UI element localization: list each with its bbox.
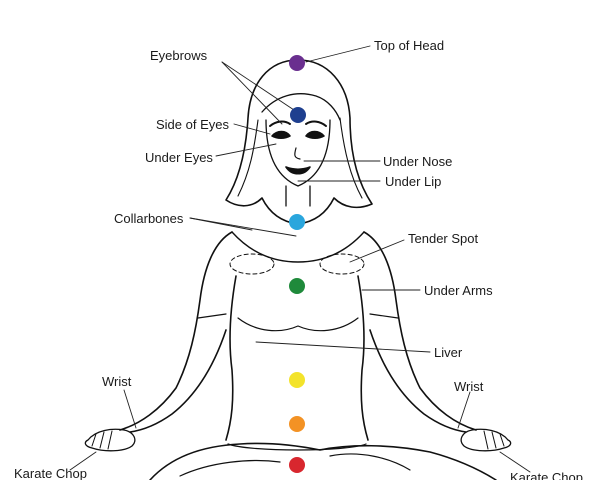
eye-right bbox=[306, 132, 324, 139]
heart-chakra-dot bbox=[289, 278, 305, 294]
shoulder-left bbox=[120, 232, 232, 430]
collar bbox=[232, 232, 364, 262]
neck bbox=[286, 186, 310, 206]
mouth bbox=[286, 167, 310, 174]
sacral-chakra-dot bbox=[289, 416, 305, 432]
eyebrow-right bbox=[306, 122, 326, 126]
label-collarbones: Collarbones bbox=[114, 211, 183, 226]
label-liver: Liver bbox=[434, 345, 462, 360]
leg-fold bbox=[180, 461, 280, 476]
tender-spot-left bbox=[230, 254, 274, 274]
leader-wrist-right bbox=[458, 392, 470, 428]
leg-fold bbox=[330, 454, 410, 470]
lap bbox=[150, 443, 496, 480]
label-karate-chop-right: Karate Chop bbox=[510, 470, 583, 480]
label-top-of-head: Top of Head bbox=[374, 38, 444, 53]
leader-karate-chop-right bbox=[500, 452, 530, 472]
inner-arm-left bbox=[130, 330, 226, 432]
throat-chakra-dot bbox=[289, 214, 305, 230]
leader-eyebrows bbox=[222, 62, 300, 114]
hair-strand bbox=[238, 120, 258, 196]
hair-outline bbox=[226, 60, 372, 224]
label-wrist-right: Wrist bbox=[454, 379, 483, 394]
label-wrist-left: Wrist bbox=[102, 374, 131, 389]
leader-top-of-head bbox=[306, 46, 370, 62]
sleeve-left bbox=[198, 314, 226, 318]
label-eyebrows: Eyebrows bbox=[150, 48, 207, 63]
third-eye-chakra-dot bbox=[290, 107, 306, 123]
face-outline bbox=[266, 120, 330, 186]
label-karate-chop-left: Karate Chop bbox=[14, 466, 87, 480]
label-under-eyes: Under Eyes bbox=[145, 150, 213, 165]
label-side-of-eyes: Side of Eyes bbox=[156, 117, 229, 132]
bust-line bbox=[238, 318, 358, 331]
torso-right bbox=[358, 276, 368, 440]
leader-under-eyes bbox=[216, 144, 276, 156]
torso-left bbox=[226, 276, 236, 440]
label-under-arms: Under Arms bbox=[424, 283, 493, 298]
label-tender-spot: Tender Spot bbox=[408, 231, 478, 246]
root-chakra-dot bbox=[289, 457, 305, 473]
label-under-nose: Under Nose bbox=[383, 154, 452, 169]
shoulder-right bbox=[364, 232, 476, 430]
sleeve-right bbox=[370, 314, 398, 318]
chakra-points bbox=[289, 55, 306, 473]
nose bbox=[295, 148, 300, 159]
eye-left bbox=[272, 132, 290, 139]
label-under-lip: Under Lip bbox=[385, 174, 441, 189]
crown-chakra-dot bbox=[289, 55, 305, 71]
leader-side-of-eyes bbox=[234, 124, 270, 134]
leader-wrist-left bbox=[124, 390, 136, 428]
solar-plexus-chakra-dot bbox=[289, 372, 305, 388]
leader-eyebrows bbox=[222, 62, 282, 124]
leader-collarbones bbox=[190, 218, 296, 236]
